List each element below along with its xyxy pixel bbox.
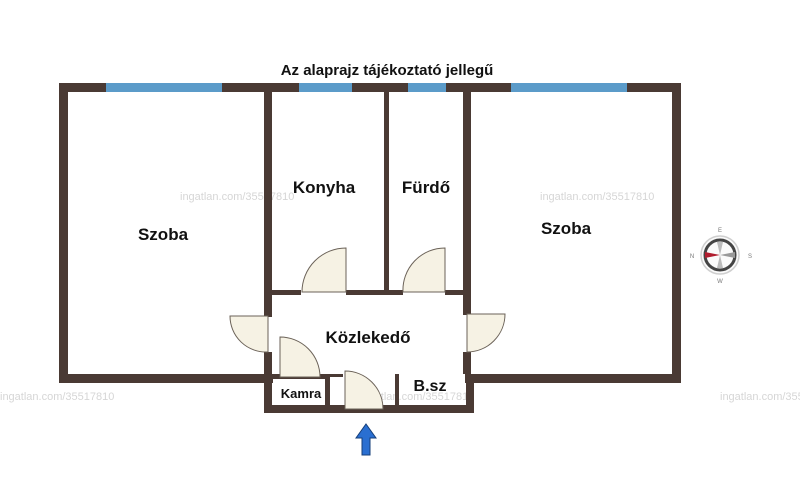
compass-e: S: [748, 254, 752, 260]
door-szoba-right: [466, 313, 506, 353]
compass-n: E: [718, 228, 722, 234]
window: [511, 83, 627, 92]
compass-w: N: [690, 254, 694, 260]
windows: [106, 83, 627, 92]
room-labels: Szoba Konyha Fürdő Szoba Közlekedő Kamra…: [138, 178, 592, 401]
doors: [229, 247, 506, 410]
room-label-szoba-left: Szoba: [138, 225, 189, 244]
compass-s: W: [717, 279, 723, 285]
watermark-text: ingatlan.com/35517810: [0, 391, 114, 403]
window: [106, 83, 222, 92]
door-entrance: [344, 370, 384, 410]
watermark-text: ingatlan.com/35517810: [360, 391, 474, 403]
watermark-text: ingatlan.com/35517810: [180, 191, 294, 203]
door-furdo: [402, 247, 446, 293]
watermarks: ingatlan.com/35517810 ingatlan.com/35517…: [0, 191, 800, 403]
window: [408, 83, 446, 92]
door-szoba-left: [229, 315, 269, 353]
door-kamra: [279, 336, 321, 378]
room-label-bsz: B.sz: [414, 378, 447, 395]
room-label-furdo: Fürdő: [402, 178, 450, 197]
watermark-text: ingatlan.com/35517810: [720, 391, 800, 403]
door-konyha: [301, 247, 347, 293]
arrow-up-icon: [355, 423, 377, 456]
room-label-konyha: Konyha: [293, 178, 356, 197]
room-label-szoba-right: Szoba: [541, 219, 592, 238]
walls: [59, 83, 681, 413]
plan-title: Az alaprajz tájékoztató jellegű: [281, 62, 494, 79]
room-label-kozlekedo: Közlekedő: [325, 328, 410, 347]
compass-icon: E N S W: [690, 228, 752, 285]
window: [299, 83, 352, 92]
watermark-text: ingatlan.com/35517810: [540, 191, 654, 203]
room-label-kamra: Kamra: [281, 386, 322, 401]
